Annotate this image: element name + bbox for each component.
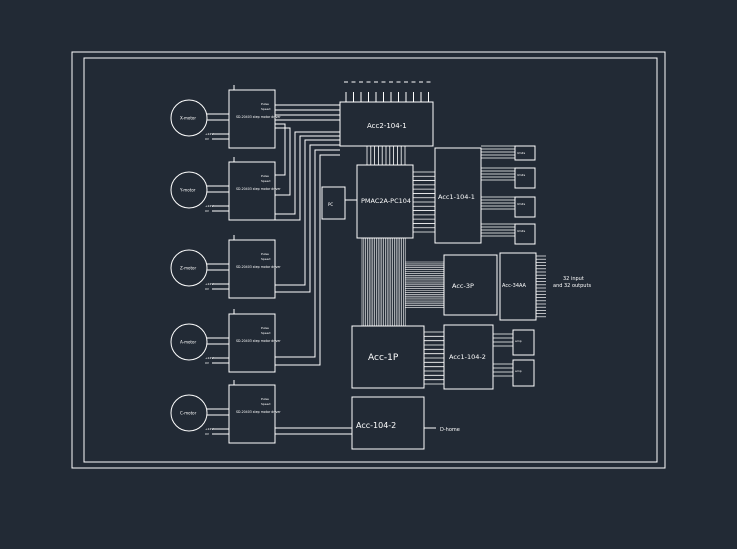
pc-label: PC	[328, 202, 333, 207]
acc-1p-label: Acc-1P	[368, 353, 399, 363]
acc-3p-label: Acc-3P	[452, 282, 474, 290]
motor-circle	[170, 171, 208, 209]
limit-label: limits	[517, 229, 526, 233]
acc2-104-1-block	[339, 101, 434, 147]
acc-104-2-block	[351, 396, 425, 450]
acc1-104-2-label: Acc1-104-2	[449, 353, 486, 361]
ribbon-acc2-pmac	[366, 146, 406, 165]
driver-speed: Speed	[261, 107, 271, 111]
driver-box	[228, 89, 276, 149]
motor-label: C-motor	[180, 411, 197, 416]
limit-label: limits	[517, 151, 526, 155]
acc2-104-1-label: Acc2-104-1	[367, 122, 407, 130]
driver-gnd: 0V	[205, 209, 210, 213]
driver-pulse: Pulse	[261, 102, 269, 106]
driver-speed: Speed	[261, 402, 271, 406]
driver-box	[228, 161, 276, 221]
motor-row: X-motor SD-20403 step motor driver PulseSp…	[170, 85, 281, 149]
acc1-104-1-label: Acc1-104-1	[438, 193, 475, 201]
motor-label: A-motor	[180, 340, 196, 345]
driver-box	[228, 239, 276, 299]
pmac2a-pc104-label: PMAC2A-PC104	[361, 197, 411, 205]
driver-speed: Speed	[261, 179, 271, 183]
acc-1p-block	[351, 325, 425, 389]
driver-gnd: 0V	[205, 361, 210, 365]
driver-label: SD-20403 step motor driver	[236, 265, 281, 269]
limit-box	[514, 196, 536, 218]
driver-pulse: Pulse	[261, 326, 269, 330]
acc-104-2-label: Acc-104-2	[356, 421, 396, 430]
acc-34aa-block	[499, 252, 537, 321]
driver-power: +24V	[205, 356, 214, 360]
driver-label: SD-20403 step motor driver	[236, 187, 281, 191]
driver-pulse: Pulse	[261, 174, 269, 178]
motor-label: Z-motor	[180, 266, 196, 271]
amp-label: amp	[515, 369, 522, 373]
io-note-line2: and 32 outputs	[553, 283, 591, 289]
amp-box	[512, 359, 535, 387]
motor-row: Z-motor SD-20403 step motor driver PulseSp…	[170, 235, 281, 299]
driver-pulse: Pulse	[261, 397, 269, 401]
driver-power: +24V	[205, 282, 214, 286]
ribbon-pmac-acc1	[413, 171, 435, 233]
motor-circle	[170, 249, 208, 287]
io-note-line1: 32 input	[563, 276, 584, 282]
driver-label: SD-20403 step motor driver	[236, 115, 281, 119]
motor-row: Y-motor SD-20403 step motor driver PulseSp…	[170, 157, 281, 221]
acc1-104-2-block	[443, 324, 494, 390]
d-home-label: D-home	[440, 427, 460, 433]
motor-label: X-motor	[180, 116, 196, 121]
driver-pulse: Pulse	[261, 252, 269, 256]
limit-label: limits	[517, 202, 526, 206]
driver-power: +24V	[205, 132, 214, 136]
limit-box	[514, 167, 536, 189]
motor-circle	[170, 323, 208, 361]
amp-wiring	[493, 333, 513, 377]
amp-box	[512, 329, 535, 356]
limit-boxes: limits limits limits limits	[514, 145, 536, 245]
driver-power: +24V	[205, 427, 214, 431]
motor-row: A-motor SD-20403 step motor driver PulseSp…	[170, 309, 281, 373]
motor-circle	[170, 394, 208, 432]
acc2-connector-pins	[344, 81, 431, 102]
motor-label: Y-motor	[179, 188, 196, 193]
driver-gnd: 0V	[205, 432, 210, 436]
driver-box	[228, 313, 276, 373]
outer-frame	[71, 51, 666, 469]
driver-gnd: 0V	[205, 287, 210, 291]
acc1-104-1-block	[434, 147, 482, 244]
motor-circle	[170, 99, 208, 137]
io-pins	[536, 255, 546, 318]
driver-wiring	[275, 104, 352, 435]
acc-3p-block	[443, 254, 498, 316]
limit-wiring	[481, 145, 515, 237]
ribbon-acc1p-acc1-104-2	[424, 331, 444, 385]
driver-power: +24V	[205, 204, 214, 208]
driver-speed: Speed	[261, 257, 271, 261]
amp-label: amp	[515, 339, 522, 343]
driver-speed: Speed	[261, 331, 271, 335]
acc-34aa-label: Acc-34AA	[502, 283, 527, 289]
inner-frame	[83, 57, 658, 463]
limit-box	[514, 223, 536, 245]
limit-box	[514, 145, 536, 161]
pc-block	[321, 186, 346, 220]
motor-row: C-motor SD-20403 step motor driver PulseSp…	[170, 380, 281, 444]
bus-ribbon	[361, 238, 444, 326]
limit-label: limits	[517, 173, 526, 177]
driver-box	[228, 384, 276, 444]
amp-boxes: amp amp	[512, 329, 535, 387]
pmac2a-pc104-block	[356, 164, 414, 239]
driver-label: SD-20403 step motor driver	[236, 410, 281, 414]
driver-gnd: 0V	[205, 137, 210, 141]
driver-label: SD-20403 step motor driver	[236, 339, 281, 343]
